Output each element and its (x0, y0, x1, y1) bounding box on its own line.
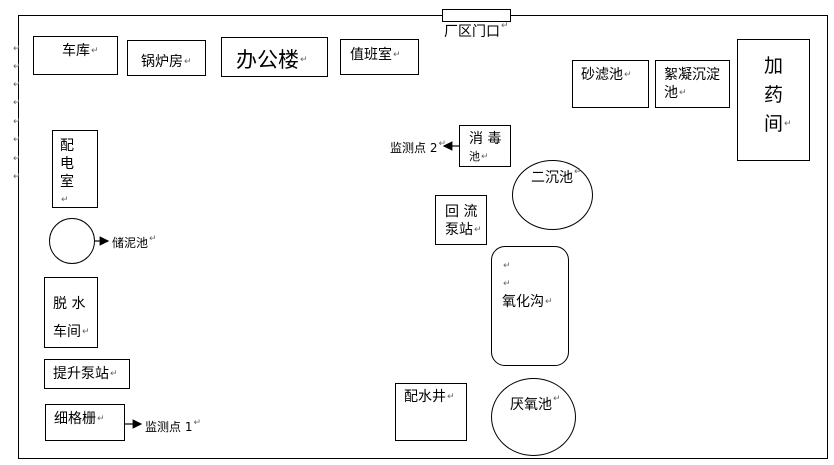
monitor-point-2-label: 监测点 2 (390, 141, 438, 155)
lift-pump-box: 提升泵站↵ (44, 359, 130, 389)
garage-label: 车库 (62, 43, 90, 59)
disinfection-box: 消 毒 池↵ (459, 125, 511, 167)
office-label: 办公楼 (236, 48, 299, 72)
sludge-tank-label: 储泥池 (112, 236, 149, 250)
lift-pump-label: 提升泵站 (53, 366, 109, 382)
anaerobic-tank-label: 厌氧池 (510, 397, 552, 413)
paragraph-mark: ↵ (13, 44, 21, 54)
sand-filter-box: 砂滤池↵ (572, 60, 649, 108)
plant-boundary (18, 15, 828, 459)
paragraph-mark: ↵ (13, 62, 21, 72)
paragraph-mark: ↵ (13, 80, 21, 90)
garage-box: 车库↵ (33, 36, 118, 75)
dewatering-box: 脱 水 车间↵ (44, 277, 98, 348)
office-box: 办公楼↵ (221, 37, 328, 77)
boiler-room-label: 锅炉房 (141, 54, 183, 70)
paragraph-mark: ↵ (13, 135, 21, 145)
distribution-room-label: 配电室 (60, 138, 74, 190)
paragraph-mark: ↵ (13, 98, 21, 108)
distribution-well-box: 配水井↵ (395, 383, 467, 441)
anaerobic-tank-circle: 厌氧池↵ (491, 378, 576, 456)
fine-screen-label: 细格栅 (54, 411, 96, 427)
return-pump-label: 回 流 泵站↵ (445, 204, 482, 238)
fine-screen-box: 细格栅↵ (45, 404, 125, 441)
duty-room-label: 值班室 (350, 47, 392, 63)
distribution-well-label: 配水井 (404, 389, 446, 405)
monitor-point-1-label: 监测点 1 (145, 420, 193, 434)
gate-marker (442, 9, 511, 22)
paragraph-mark: ↵ (503, 261, 511, 271)
oxidation-ditch-box: ↵ ↵ 氧化沟↵ (491, 246, 569, 366)
distribution-room-box: 配电室↵ (52, 130, 98, 208)
secondary-clarifier-circle: 二沉池↵ (512, 160, 593, 230)
boiler-room-box: 锅炉房↵ (127, 40, 206, 76)
paragraph-mark: ↵ (13, 154, 21, 164)
paragraph-mark: ↵ (13, 117, 21, 127)
paragraph-mark: ↵ (13, 172, 21, 182)
oxidation-ditch-label: 氧化沟 (502, 294, 544, 310)
return-pump-box: 回 流 泵站↵ (435, 195, 487, 245)
paragraph-mark: ↵ (503, 279, 511, 289)
sludge-tank-circle (49, 218, 95, 264)
flocculation-label: 絮凝沉淀 池↵ (664, 67, 720, 101)
sand-filter-label: 砂滤池 (581, 67, 623, 83)
flocculation-box: 絮凝沉淀 池↵ (655, 60, 730, 108)
dewatering-label: 脱 水 车间↵ (53, 296, 90, 340)
gate-label: 厂区门口↵ (444, 21, 509, 40)
dosing-room-label: 加 药 间↵ (764, 55, 792, 135)
secondary-clarifier-label: 二沉池 (531, 170, 573, 186)
duty-room-box: 值班室↵ (340, 39, 419, 75)
disinfection-label: 消 毒 池↵ (469, 131, 502, 163)
dosing-room-box: 加 药 间↵ (737, 39, 810, 161)
